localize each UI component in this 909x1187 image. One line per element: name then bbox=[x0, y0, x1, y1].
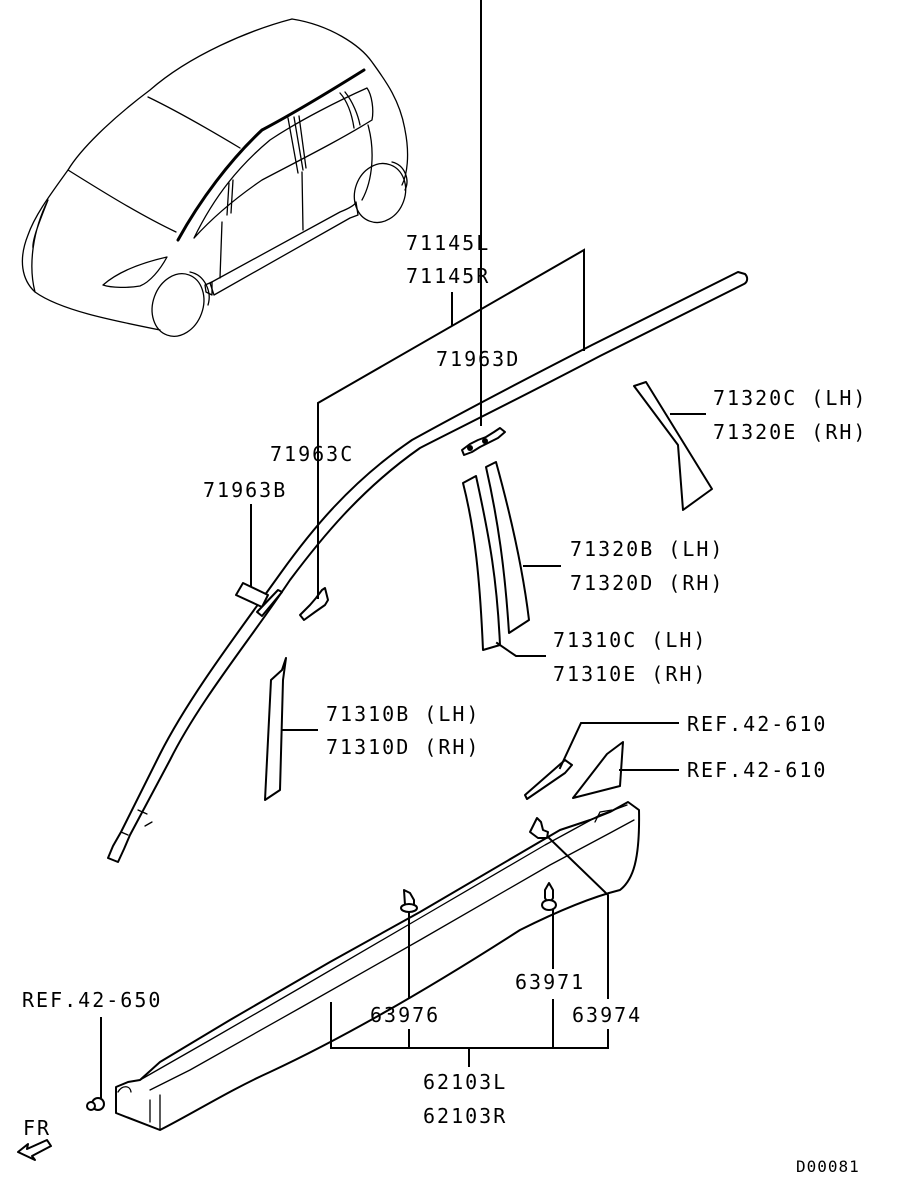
label-ref-42-610-b: REF.42-610 bbox=[687, 758, 827, 782]
label-71320C: 71320C (LH) bbox=[713, 386, 867, 410]
side-sill-garnish-62103 bbox=[115, 801, 641, 1131]
vehicle-overview-illustration bbox=[21, 18, 409, 337]
ref-42-610-parts bbox=[524, 722, 679, 800]
leader-62103 bbox=[330, 999, 609, 1067]
fastener-63974 bbox=[529, 817, 609, 999]
label-71963D: 71963D bbox=[436, 347, 520, 371]
fastener-63971 bbox=[541, 882, 557, 969]
label-62103R: 62103R bbox=[423, 1104, 507, 1128]
fastener-ref-42-650 bbox=[86, 1017, 105, 1111]
label-71310C: 71310C (LH) bbox=[553, 628, 707, 652]
label-fr: FR bbox=[23, 1116, 51, 1140]
label-ref-42-610-a: REF.42-610 bbox=[687, 712, 827, 736]
leader-71145 bbox=[317, 0, 585, 591]
label-63976: 63976 bbox=[370, 1003, 440, 1027]
label-71963B: 71963B bbox=[203, 478, 287, 502]
label-63971: 63971 bbox=[515, 970, 585, 994]
label-63974: 63974 bbox=[572, 1003, 642, 1027]
label-71320D: 71320D (RH) bbox=[570, 571, 724, 595]
label-71963C: 71963C bbox=[270, 442, 354, 466]
trim-71320C bbox=[633, 381, 713, 511]
label-71310B: 71310B (LH) bbox=[326, 702, 480, 726]
label-ref-42-650: REF.42-650 bbox=[22, 988, 162, 1012]
label-71320E: 71320E (RH) bbox=[713, 420, 867, 444]
clip-71963D bbox=[461, 427, 506, 456]
label-62103L: 62103L bbox=[423, 1070, 507, 1094]
labels: 71145L 71145R 71963D 71320C (LH) 71320E … bbox=[22, 231, 867, 1176]
label-71145L: 71145L bbox=[406, 231, 490, 255]
diagram-code: D00081 bbox=[796, 1157, 860, 1176]
fastener-63976 bbox=[400, 889, 418, 999]
trim-71320B bbox=[462, 461, 561, 657]
label-71320B: 71320B (LH) bbox=[570, 537, 724, 561]
trim-71310B bbox=[264, 657, 318, 801]
label-71310E: 71310E (RH) bbox=[553, 662, 707, 686]
label-71310D: 71310D (RH) bbox=[326, 735, 480, 759]
clip-71963B bbox=[235, 504, 283, 617]
roof-moulding-71145 bbox=[107, 271, 749, 863]
label-71145R: 71145R bbox=[406, 264, 490, 288]
clip-71963C bbox=[299, 587, 329, 621]
front-direction-arrow-icon bbox=[17, 1139, 52, 1161]
